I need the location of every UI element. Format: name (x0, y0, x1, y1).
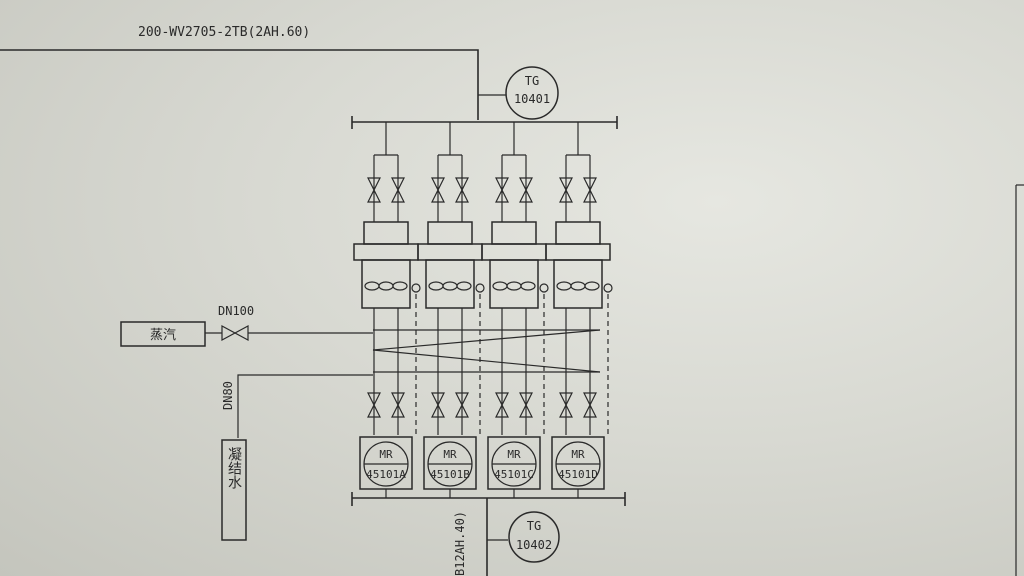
condensate-label: 凝结水 (226, 447, 242, 489)
unit-a-inlet-valve-right (391, 177, 405, 203)
bottom-line-label: B12AH.40) (453, 511, 467, 576)
unit-d-coil-1 (570, 281, 586, 291)
cross-line-3 (372, 349, 601, 373)
unit-a-motor-number: 45101A (366, 468, 406, 481)
condensate-label-box (221, 439, 247, 541)
unit-a-inlet-valve-left (367, 177, 381, 203)
unit-c-housing (481, 243, 547, 261)
unit-c-motor-box (487, 436, 541, 490)
steam-label: 蒸汽 (150, 328, 176, 343)
unit-d-inlet-valve-right (583, 177, 597, 203)
unit-d-coil-0 (556, 281, 572, 291)
unit-b-coil-2 (456, 281, 472, 291)
steam-valve (221, 324, 249, 342)
unit-d-coil-2 (584, 281, 600, 291)
unit-b-motor-code: MR (443, 448, 457, 461)
unit-a-housing (353, 243, 419, 261)
unit-a-motor-box (359, 436, 413, 490)
unit-a-coil-0 (364, 281, 380, 291)
unit-a-gauge (411, 283, 421, 293)
unit-c-motor-number: 45101C (494, 468, 534, 481)
unit-c-upper-box (491, 221, 537, 245)
unit-a-body (361, 259, 411, 309)
unit-c-outlet-valve-right (519, 392, 533, 418)
cross-line-2 (372, 329, 601, 351)
instrument-tg-10402 (508, 511, 560, 563)
condensate-pipe (237, 374, 373, 438)
unit-b-motor-box (423, 436, 477, 490)
steam-label-box (120, 321, 206, 347)
unit-b-housing (417, 243, 483, 261)
tg1-number: 10401 (514, 92, 550, 106)
unit-a-coil-2 (392, 281, 408, 291)
unit-b-coil-1 (442, 281, 458, 291)
unit-d-outlet-valve-left (559, 392, 573, 418)
unit-a-outlet-valve-left (367, 392, 381, 418)
unit-a-upper-box (363, 221, 409, 245)
unit-d-motor-box (551, 436, 605, 490)
unit-c-body (489, 259, 539, 309)
unit-c-coil-2 (520, 281, 536, 291)
unit-d-inlet-valve-left (559, 177, 573, 203)
unit-b-gauge (475, 283, 485, 293)
unit-b-outlet-valve-right (455, 392, 469, 418)
top-line-label: 200-WV2705-2TB(2AH.60) (138, 25, 310, 40)
unit-d-outlet-valve-right (583, 392, 597, 418)
unit-a-outlet-valve-right (391, 392, 405, 418)
unit-d-motor-number: 45101D (558, 468, 598, 481)
unit-b-body (425, 259, 475, 309)
unit-c-inlet-valve-left (495, 177, 509, 203)
unit-c-inlet-valve-right (519, 177, 533, 203)
instrument-tg-10401 (505, 66, 559, 120)
unit-d-gauge (603, 283, 613, 293)
tg2-number: 10402 (516, 538, 552, 552)
unit-c-outlet-valve-left (495, 392, 509, 418)
unit-c-coil-0 (492, 281, 508, 291)
unit-c-gauge (539, 283, 549, 293)
unit-c-motor-code: MR (507, 448, 521, 461)
unit-d-upper-box (555, 221, 601, 245)
unit-d-body (553, 259, 603, 309)
unit-b-upper-box (427, 221, 473, 245)
unit-assemblies: MR 45101A MR 45101B MR 45101C MR 45101D (353, 122, 613, 498)
unit-d-motor-code: MR (571, 448, 585, 461)
tg2-code: TG (527, 519, 541, 533)
unit-d-housing (545, 243, 611, 261)
steam-size: DN100 (218, 304, 254, 318)
unit-a-motor-code: MR (379, 448, 393, 461)
unit-b-outlet-valve-left (431, 392, 445, 418)
unit-b-motor-number: 45101B (430, 468, 470, 481)
top-header-pipe (0, 49, 479, 120)
tg1-code: TG (525, 74, 539, 88)
condensate-size: DN80 (221, 381, 235, 410)
unit-b-inlet-valve-right (455, 177, 469, 203)
unit-c-coil-1 (506, 281, 522, 291)
unit-b-inlet-valve-left (431, 177, 445, 203)
unit-a-coil-1 (378, 281, 394, 291)
unit-b-coil-0 (428, 281, 444, 291)
